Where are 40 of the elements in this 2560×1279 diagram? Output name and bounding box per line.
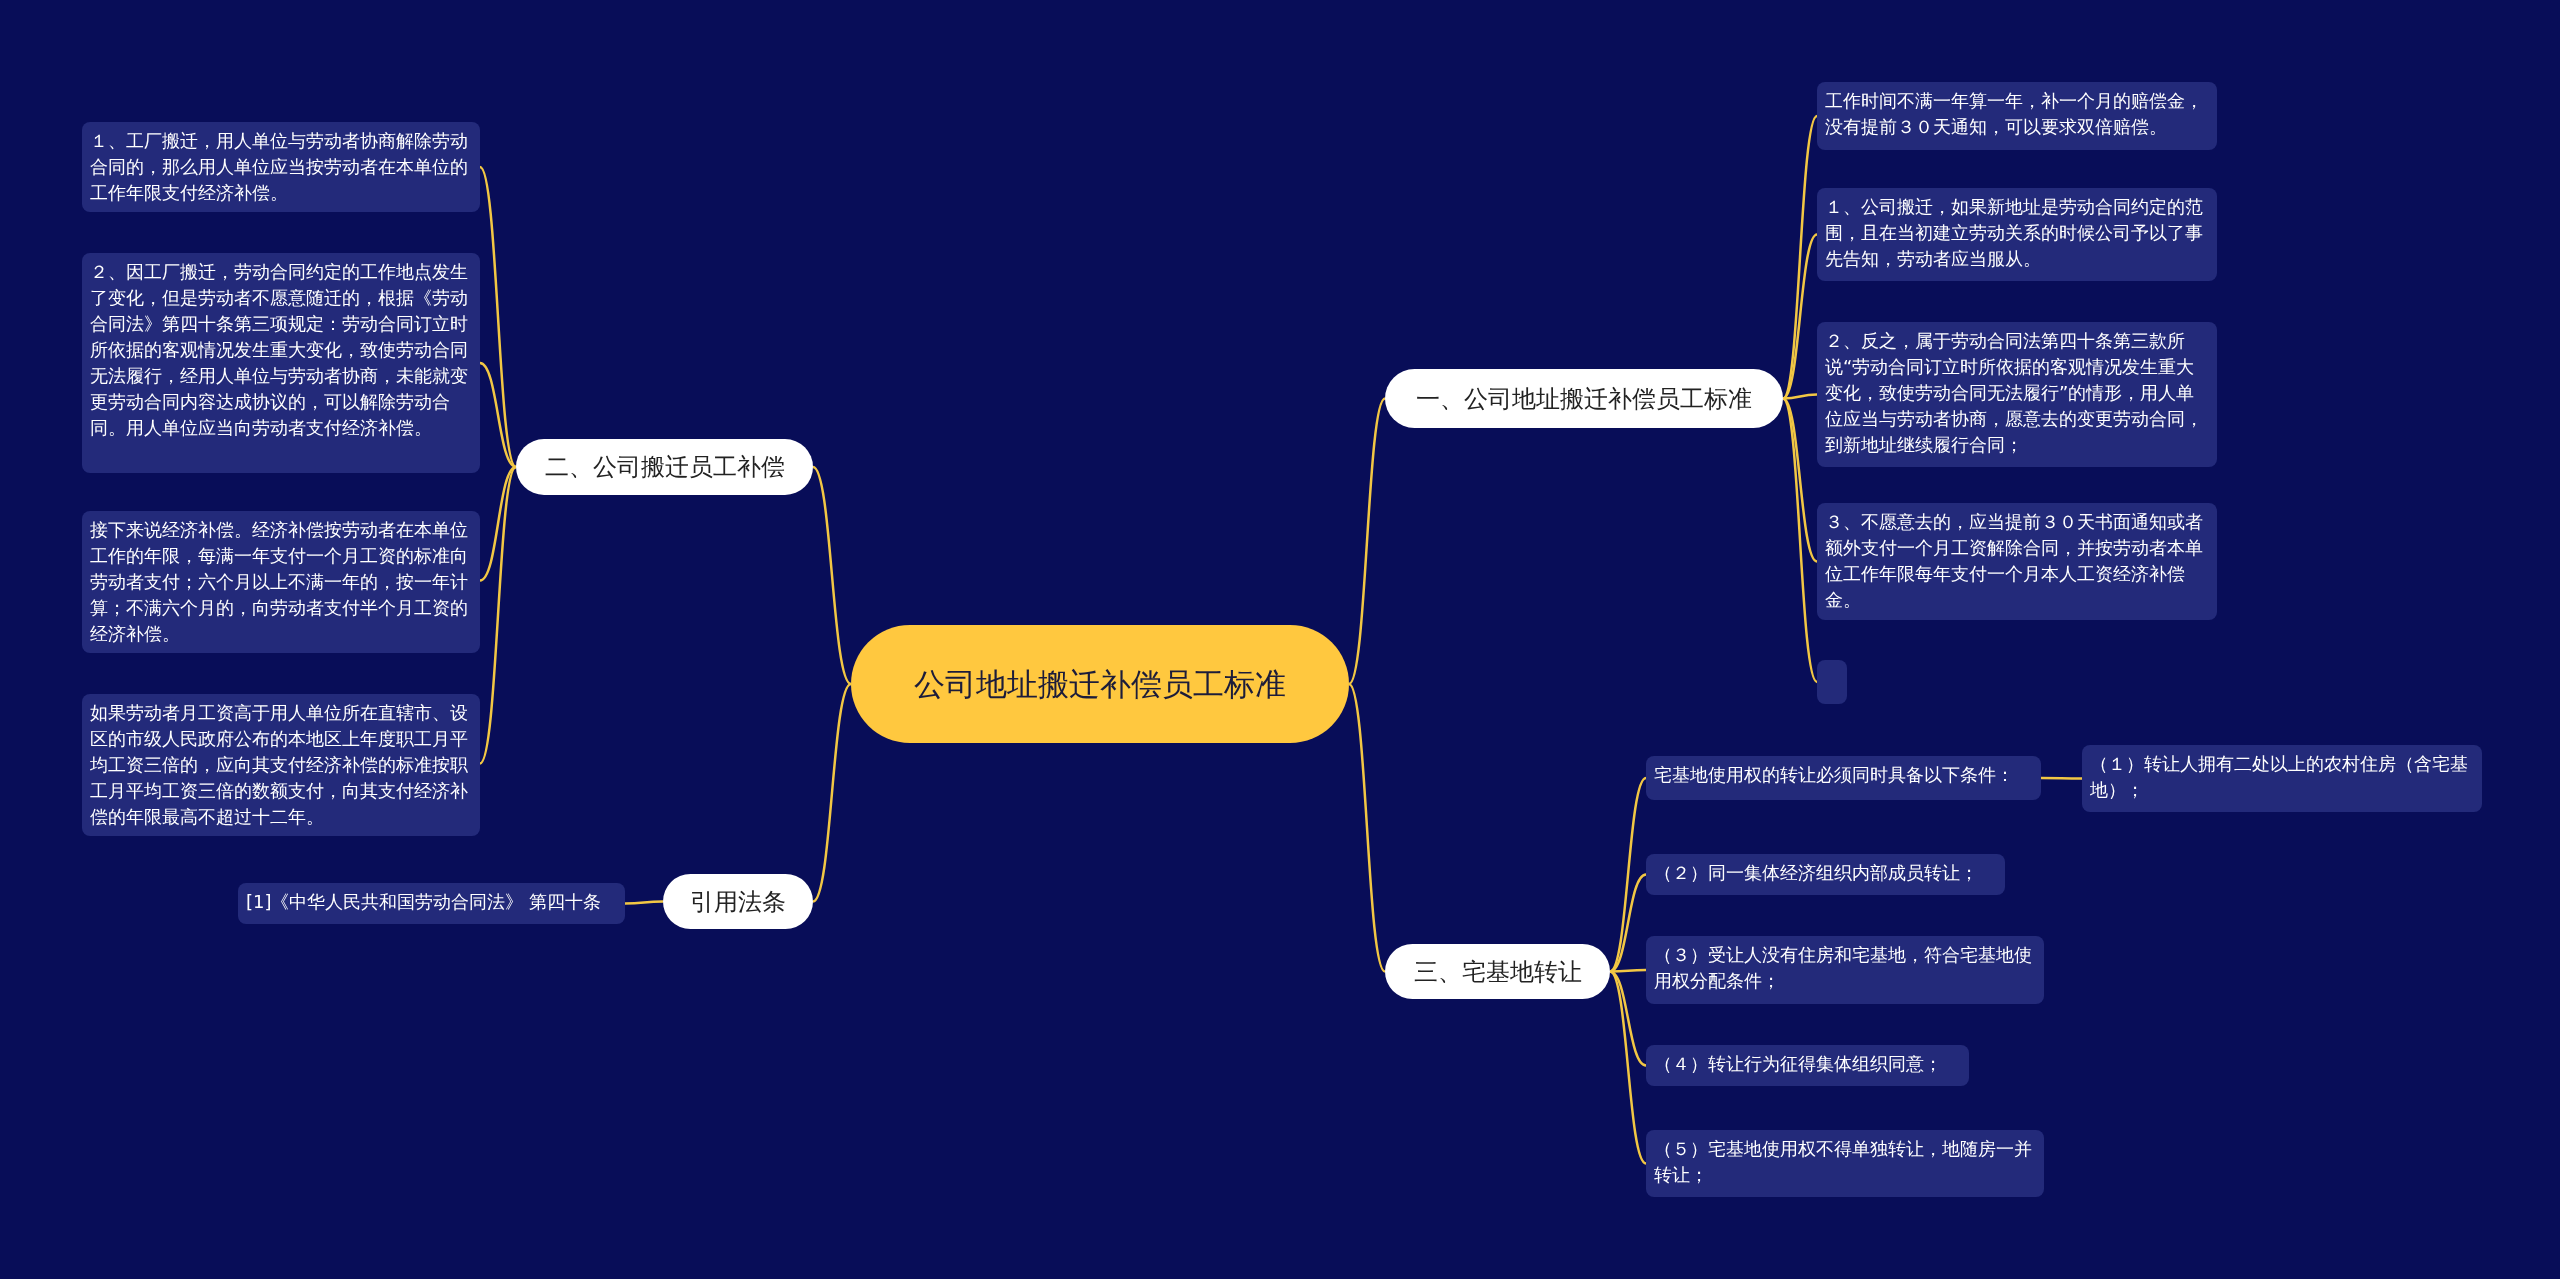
connector-line	[625, 900, 663, 905]
connector-line	[1609, 970, 1647, 1067]
connector-line	[1348, 397, 1386, 685]
note-card: ３、不愿意去的，应当提前３０天书面通知或者额外支付一个月工资解除合同，并按劳动者本单位工作年限每年支付一个月本人工资经济补偿金。	[1817, 503, 2217, 620]
note-card: １、工厂搬迁，用人单位与劳动者协商解除劳动合同的，那么用人单位应当按劳动者在本单位的工作年限支付经济补偿。	[82, 122, 480, 212]
connector-line	[1782, 393, 1818, 400]
connector-line	[812, 466, 852, 685]
connector-line	[1781, 397, 1819, 683]
connector-line	[1610, 968, 1646, 973]
branch-topic: 三、宅基地转让	[1385, 944, 1610, 999]
note-card: （１）转让人拥有二处以上的农村住房（含宅基地）；	[2082, 745, 2482, 812]
note-card: 宅基地使用权的转让必须同时具备以下条件：	[1646, 756, 2041, 800]
connector-line	[2041, 776, 2082, 780]
branch-topic: 一、公司地址搬迁补偿员工标准	[1385, 369, 1783, 428]
note-card: （３）受让人没有住房和宅基地，符合宅基地使用权分配条件；	[1646, 936, 2044, 1004]
connector-line	[1348, 683, 1386, 973]
note-card: ２、因工厂搬迁，劳动合同约定的工作地点发生了变化，但是劳动者不愿意随迁的，根据《劳动合同法》第四十条第三项规定：劳动合同订立时所依据的客观情况发生重大变化，致使劳动合同无法履行，经用人单位与劳动者协商，未能就变更劳动合同内容达成协议的，可以解除劳动合同。用人单位应当向劳动者支付经济补偿。	[82, 253, 480, 473]
connector-line	[479, 466, 517, 765]
connector-line	[478, 166, 518, 468]
connector-line	[1609, 777, 1647, 973]
connector-line	[1609, 873, 1647, 973]
connector-line	[479, 361, 517, 469]
note-card: 如果劳动者月工资高于用人单位所在直辖市、设区的市级人民政府公布的本地区上年度职工月平均工资三倍的，应向其支付经济补偿的标准按职工月平均工资三倍的数额支付，向其支付经济补偿的年限最高不超过十二年。	[82, 694, 480, 836]
connector-line	[1782, 397, 1818, 563]
note-card: 工作时间不满一年算一年，补一个月的赔偿金，没有提前３０天通知，可以要求双倍赔偿。	[1817, 82, 2217, 150]
connector-line	[812, 683, 852, 903]
connector-line	[1782, 233, 1818, 400]
note-card: ２、反之，属于劳动合同法第四十条第三款所说“劳动合同订立时所依据的客观情况发生重大变化，致使劳动合同无法履行”的情形，用人单位应当与劳动者协商，愿意去的变更劳动合同，到新地址继续履行合同；	[1817, 322, 2217, 467]
note-card: （５）宅基地使用权不得单独转让，地随房一并转让；	[1646, 1130, 2044, 1197]
connector-line	[479, 465, 517, 582]
note-card: [1]《中华人民共和国劳动合同法》 第四十条	[238, 883, 625, 924]
central-topic: 公司地址搬迁补偿员工标准	[851, 625, 1349, 743]
note-card: （４）转让行为征得集体组织同意；	[1646, 1045, 1969, 1086]
branch-topic: 二、公司搬迁员工补偿	[516, 439, 813, 495]
note-card: １、公司搬迁，如果新地址是劳动合同约定的范围，且在当初建立劳动关系的时候公司予以了事先告知，劳动者应当服从。	[1817, 188, 2217, 281]
note-card: （２）同一集体经济组织内部成员转让；	[1646, 854, 2005, 895]
empty-card	[1817, 660, 1847, 704]
note-card: 接下来说经济补偿。经济补偿按劳动者在本单位工作的年限，每满一年支付一个月工资的标准向劳动者支付；六个月以上不满一年的，按一年计算；不满六个月的，向劳动者支付半个月工资的经济补偿。	[82, 511, 480, 653]
branch-topic: 引用法条	[663, 874, 813, 929]
connector-line	[1609, 970, 1647, 1165]
